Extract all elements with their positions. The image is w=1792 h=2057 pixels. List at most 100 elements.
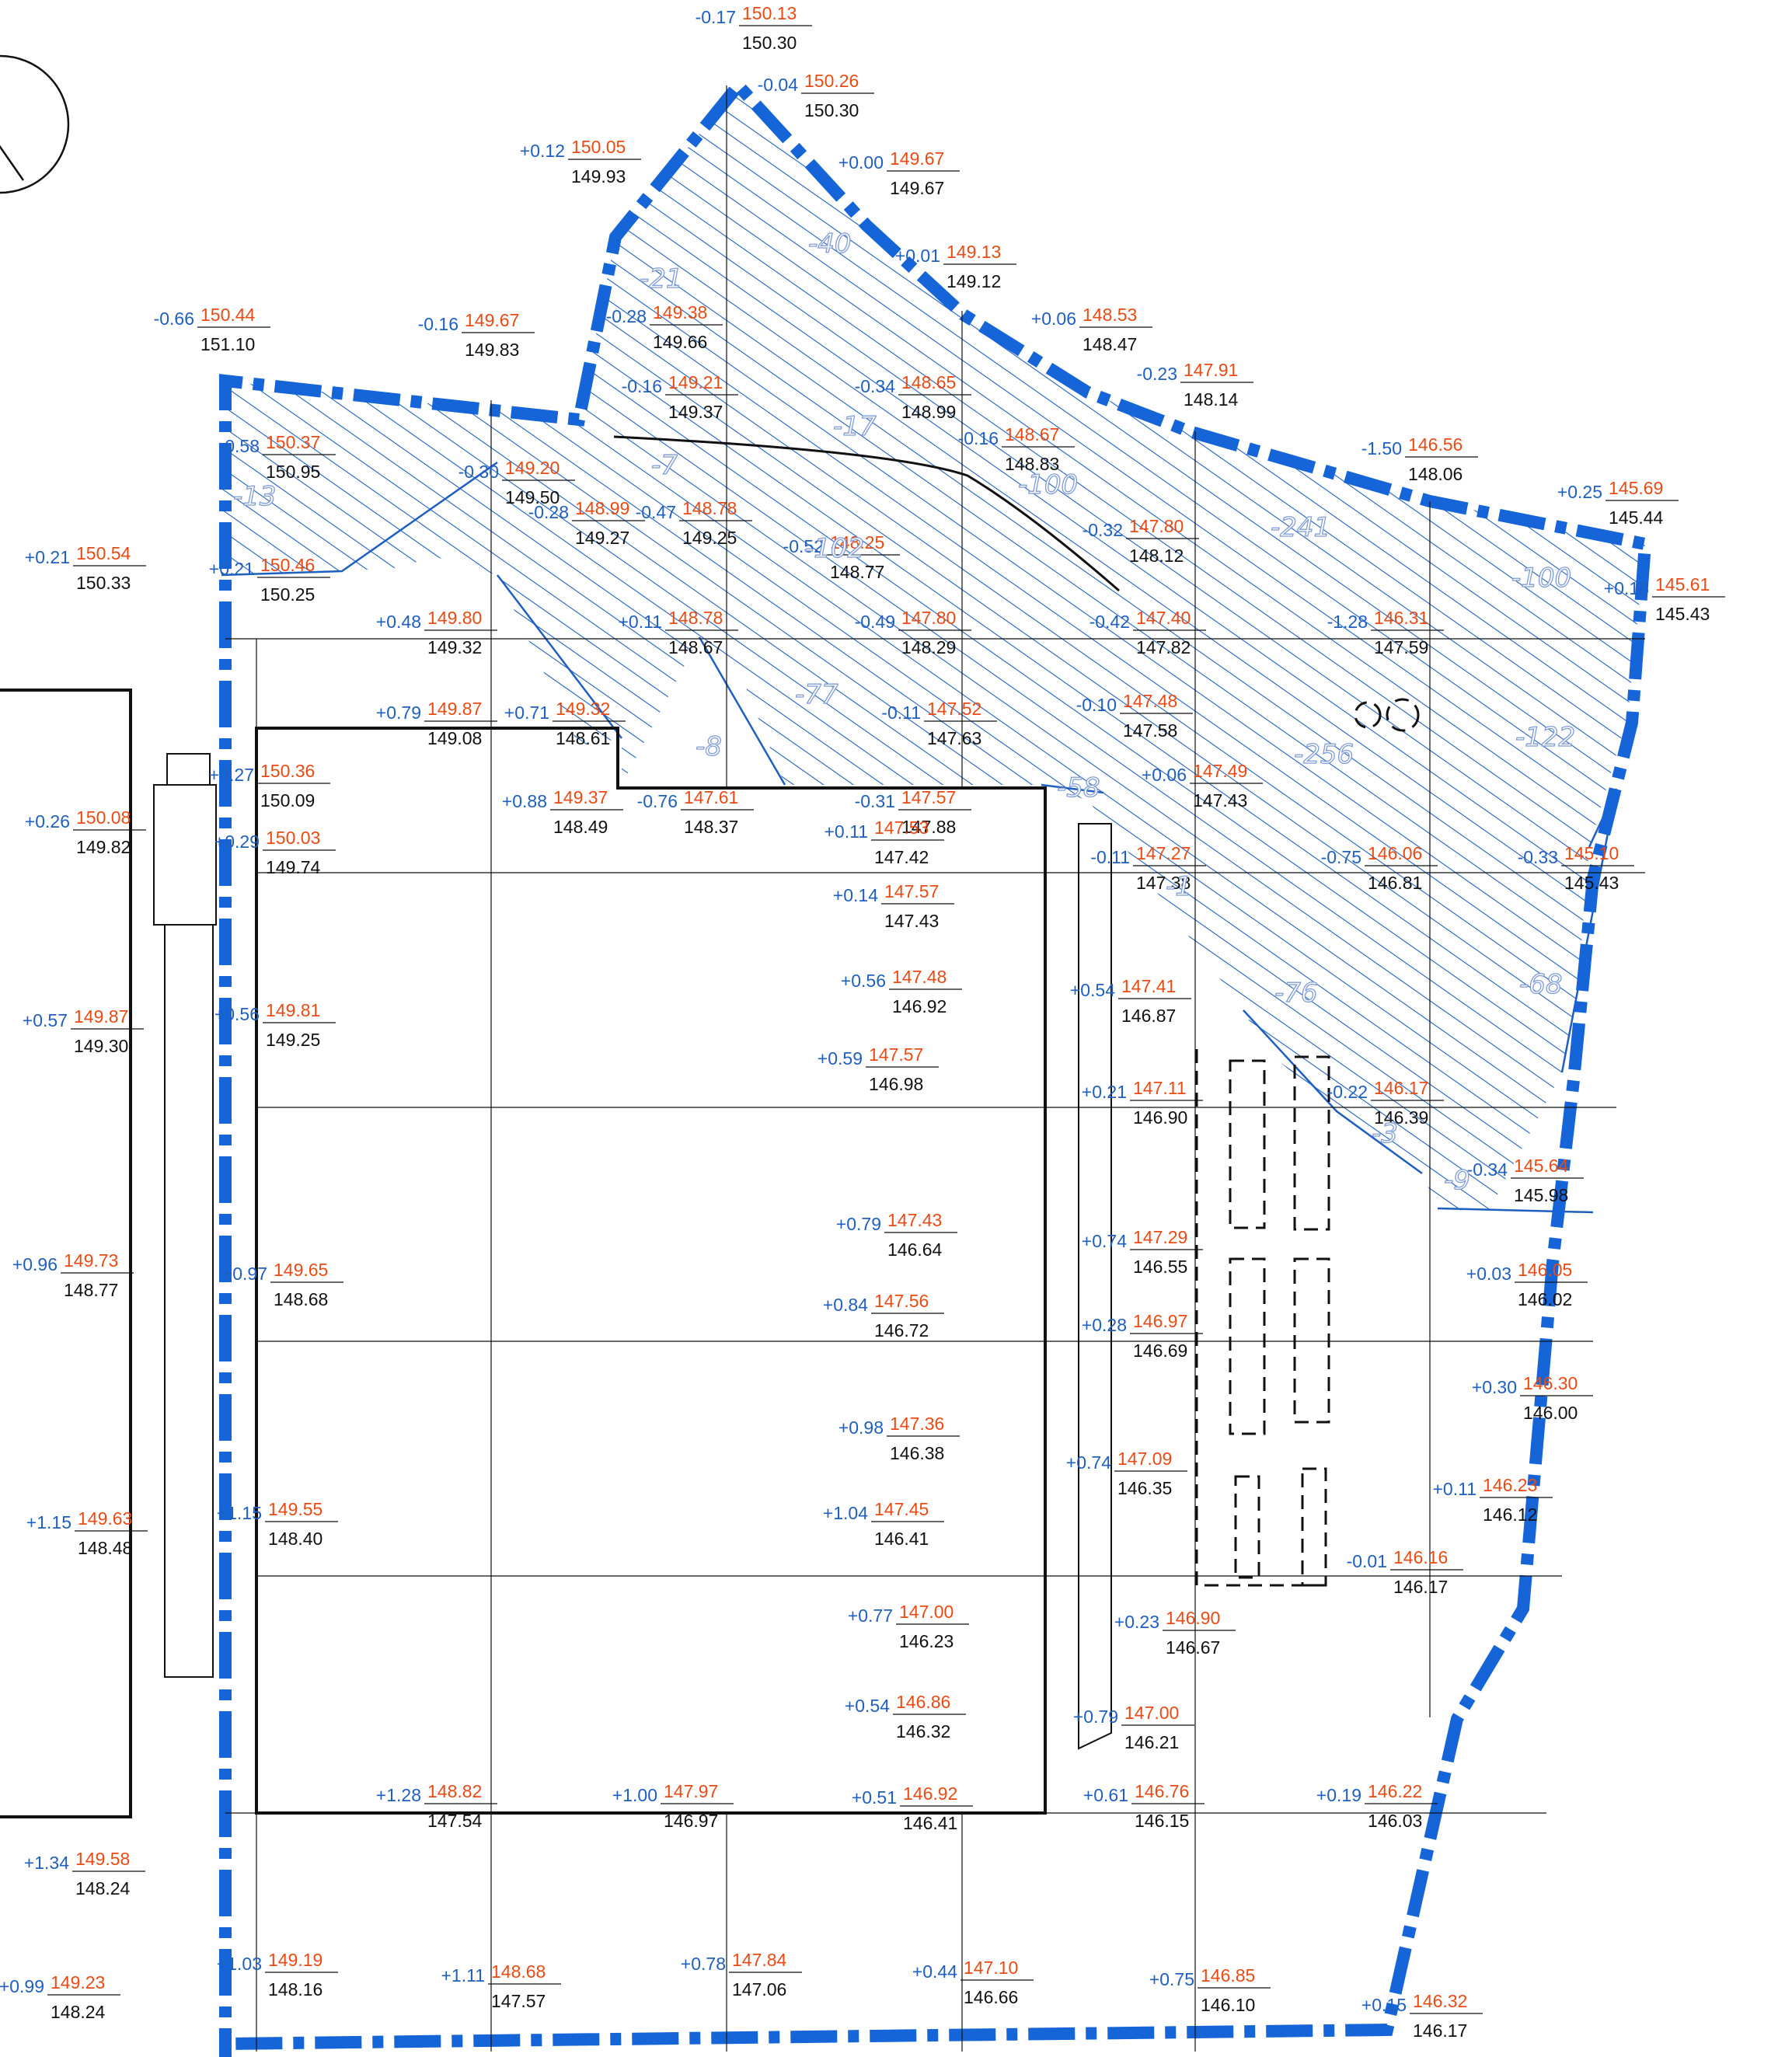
design-level: 148.53 [1083, 305, 1137, 325]
fill-volume: +19 [1069, 916, 1124, 947]
existing-level: 146.17 [1393, 1577, 1448, 1597]
design-level: 146.22 [1368, 1781, 1422, 1801]
stair-icon [153, 753, 217, 1678]
design-level: 146.56 [1408, 434, 1463, 455]
work-mark: +1.34 [24, 1853, 69, 1873]
fill-volume: +56 [1333, 1215, 1389, 1246]
existing-level: 146.23 [899, 1631, 954, 1651]
design-level: 147.36 [890, 1414, 944, 1434]
cut-volume: -13 [233, 481, 277, 512]
existing-level: 148.67 [668, 637, 723, 657]
design-level: 150.03 [266, 828, 320, 848]
work-mark: +0.54 [1070, 980, 1115, 1000]
existing-level: 149.25 [682, 528, 737, 548]
work-mark: +0.79 [1073, 1707, 1118, 1727]
design-level: 145.64 [1514, 1156, 1569, 1176]
work-mark: -0.22 [1327, 1082, 1368, 1102]
work-mark: -0.16 [418, 314, 458, 334]
work-mark: -0.66 [154, 309, 194, 329]
existing-level: 149.67 [890, 178, 944, 198]
existing-level: 147.82 [1136, 637, 1191, 657]
work-mark: +1.00 [612, 1785, 657, 1805]
design-level: 150.44 [200, 305, 256, 325]
design-level: 147.27 [1136, 843, 1191, 863]
cut-volume: -100 [1511, 563, 1571, 594]
design-level: 150.37 [266, 432, 320, 452]
fill-volume: +9 [1442, 1639, 1480, 1670]
work-mark: +0.19 [1316, 1785, 1361, 1805]
fill-volume: +42 [221, 1208, 277, 1239]
existing-level: 149.66 [653, 332, 707, 352]
design-level: 147.41 [1121, 976, 1176, 996]
design-level: 147.61 [684, 787, 738, 807]
existing-level: 148.24 [51, 2002, 106, 2022]
fill-volume: +5 [1453, 1453, 1492, 1484]
work-mark: +0.28 [1082, 1315, 1127, 1335]
work-mark: +0.56 [841, 971, 886, 991]
design-level: 146.06 [1368, 843, 1422, 863]
existing-level: 148.68 [274, 1289, 328, 1309]
design-level: 149.23 [51, 1972, 105, 1993]
fill-volume: +155 [1119, 1658, 1191, 1689]
design-level: 147.10 [964, 1958, 1018, 1978]
design-level: 147.40 [1136, 608, 1191, 628]
fill-volume: +26 [1581, 675, 1637, 706]
work-mark: +0.96 [12, 1254, 58, 1274]
work-mark: +0.79 [376, 703, 421, 723]
cut-volume: -58 [1057, 772, 1100, 804]
existing-level: 147.38 [1136, 873, 1191, 893]
design-level: 146.23 [1483, 1475, 1537, 1495]
existing-level: 147.54 [427, 1811, 483, 1831]
design-level: 146.97 [1133, 1311, 1187, 1331]
work-mark: +0.54 [845, 1696, 890, 1716]
existing-level: 150.09 [260, 790, 315, 811]
existing-level: 147.43 [1193, 790, 1247, 811]
existing-level: 146.03 [1368, 1811, 1422, 1831]
grid-lines [225, 85, 1645, 2052]
design-level: 150.13 [742, 3, 797, 23]
work-mark: +0.14 [833, 885, 878, 905]
design-level: 147.52 [927, 699, 981, 719]
existing-level: 146.32 [896, 1721, 950, 1741]
existing-level: 145.43 [1655, 604, 1710, 624]
fill-volume: +114 [1284, 1674, 1356, 1705]
fill-volume: +49 [1069, 1386, 1124, 1417]
existing-level: 149.27 [575, 528, 629, 548]
design-level: 148.67 [1005, 424, 1059, 445]
fill-volume: +1 [626, 232, 664, 263]
fill-volume: +69 [1123, 1445, 1179, 1476]
work-mark: -0.58 [219, 436, 260, 456]
design-level: 147.91 [1184, 360, 1238, 380]
existing-level: 148.47 [1083, 334, 1137, 354]
existing-level: 149.32 [427, 637, 482, 657]
fill-volume: +107 [1271, 1870, 1344, 1902]
existing-level: 148.24 [75, 1878, 131, 1898]
